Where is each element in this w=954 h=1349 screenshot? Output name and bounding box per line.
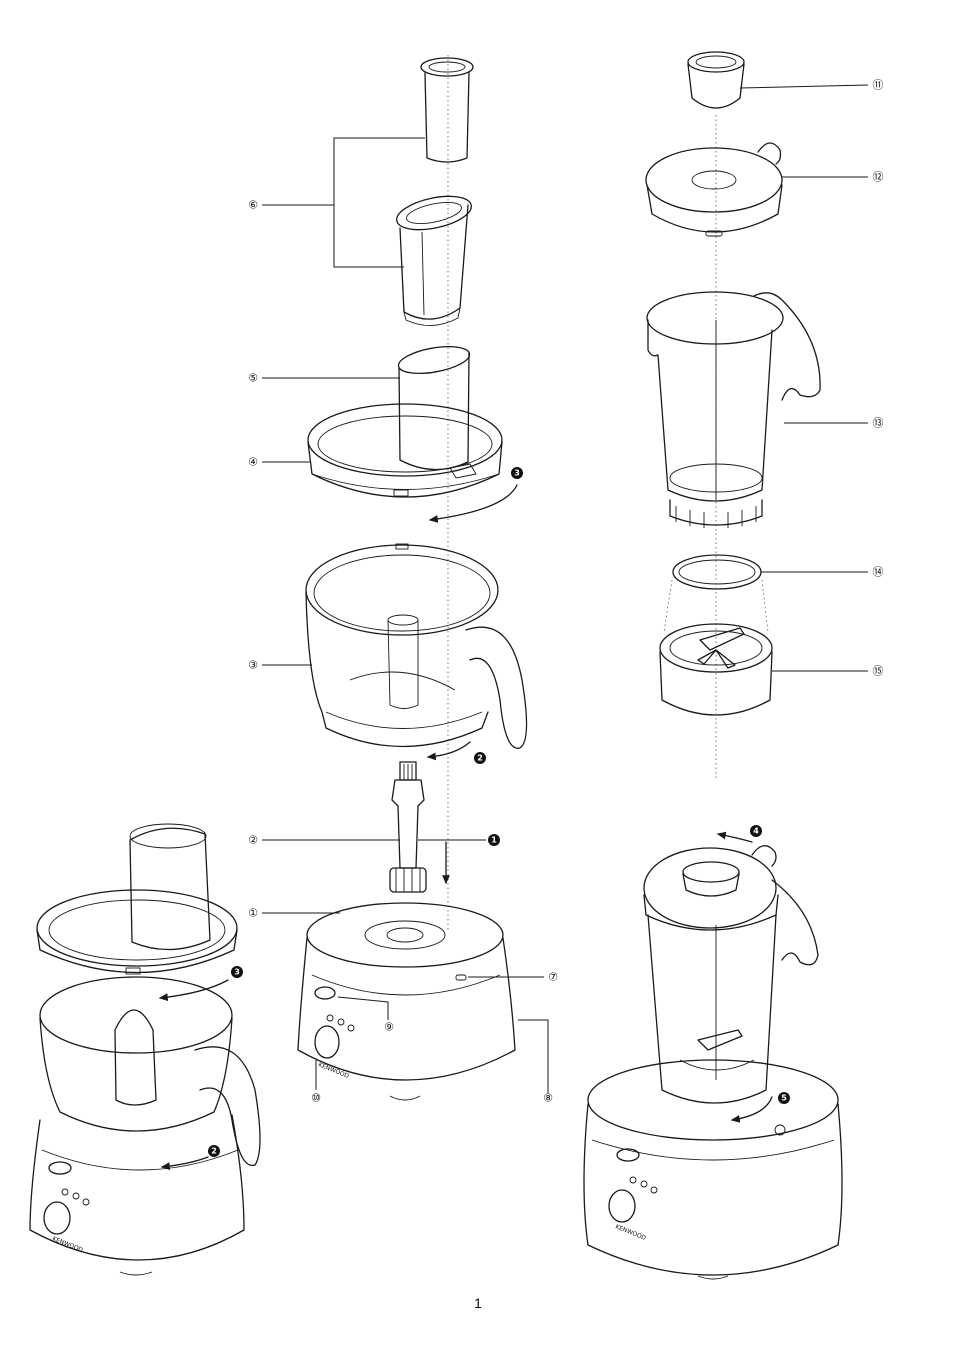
rotation-arrow-2-center (426, 741, 471, 761)
label-part-8: ⑧ (543, 1092, 553, 1105)
rotation-arrow-4 (716, 831, 753, 843)
label-part-4: ④ (248, 456, 258, 469)
label-part-9: ⑨ (384, 1021, 394, 1034)
rotation-arrow-5 (730, 1096, 773, 1123)
label-part-13: ⑬ (873, 417, 884, 430)
brand-logo-left: KENWOOD (51, 1235, 84, 1254)
svg-text:5: 5 (781, 1094, 787, 1103)
brand-logo-center: KENWOOD (317, 1061, 350, 1080)
svg-text:2: 2 (477, 754, 483, 763)
assembled-food-processor: KENWOOD (29, 823, 261, 1276)
small-pusher (420, 57, 474, 163)
label-part-14: ⑭ (873, 566, 884, 579)
blender-goblet (646, 291, 821, 528)
label-part-1: ① (248, 907, 258, 920)
feed-tube (397, 345, 471, 471)
label-part-11: ⑪ (873, 79, 884, 92)
step-badge-5: 5 (778, 1092, 790, 1104)
page-number: 1 (474, 1295, 482, 1311)
label-part-2: ② (248, 834, 258, 847)
brand-logo-right: KENWOOD (614, 1223, 647, 1242)
step-badge-1: 1 (488, 834, 500, 846)
rotation-arrow-3-left (158, 979, 229, 1002)
assembled-blender: KENWOOD (583, 845, 843, 1280)
svg-text:1: 1 (491, 836, 497, 845)
bowl-lid (307, 403, 503, 498)
step-badge-4: 4 (750, 825, 762, 837)
svg-text:3: 3 (514, 469, 520, 478)
label-part-3: ③ (248, 659, 258, 672)
label-part-15: ⑮ (873, 665, 884, 678)
rotation-arrow-3-center (428, 484, 518, 523)
blender-lid (645, 142, 783, 237)
step-badge-2-center: 2 (474, 752, 486, 764)
rotation-arrow-2-left (160, 1156, 209, 1171)
label-part-10: ⑩ (311, 1092, 321, 1105)
sealing-ring (672, 554, 762, 590)
svg-text:2: 2 (211, 1147, 217, 1156)
svg-text:3: 3 (234, 968, 240, 977)
label-part-5: ⑤ (248, 372, 258, 385)
guide-left (663, 579, 673, 633)
large-pusher (396, 195, 472, 326)
step-badge-3-center: 3 (511, 467, 523, 479)
motor-base: KENWOOD (297, 902, 516, 1101)
guide-right (761, 579, 769, 633)
filler-cap (687, 51, 745, 109)
blade-unit (659, 623, 773, 716)
drive-shaft (389, 761, 427, 893)
label-part-12: ⑫ (873, 171, 884, 184)
label-part-7: ⑦ (548, 971, 558, 984)
svg-text:4: 4 (753, 827, 759, 836)
processing-bowl (305, 543, 528, 749)
step-badge-3-left: 3 (231, 966, 243, 978)
step-badge-2-left: 2 (208, 1145, 220, 1157)
label-part-6: ⑥ (248, 199, 258, 212)
